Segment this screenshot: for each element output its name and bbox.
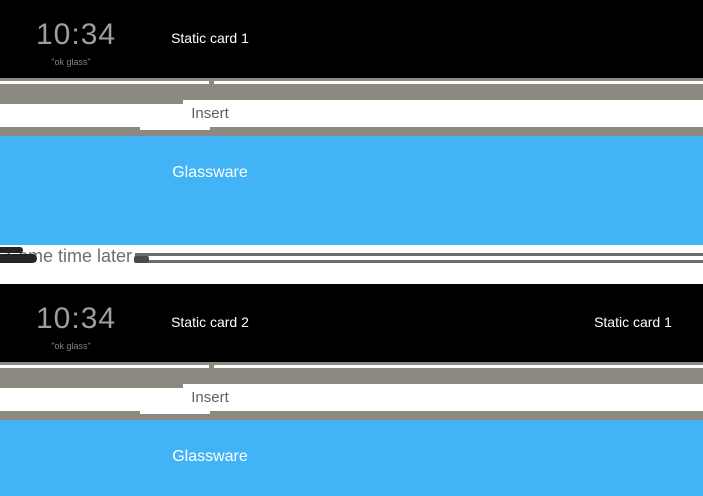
line-stub	[134, 256, 149, 263]
insert-label: Insert	[191, 389, 229, 406]
insert-label: Insert	[191, 105, 229, 122]
timeline-step-1: 10:34 "ok glass" Static card 1 Insert Gl…	[0, 0, 703, 284]
ok-glass-hint: "ok glass"	[51, 57, 91, 67]
timeline-bar-lower	[0, 127, 703, 136]
clock-card: 10:34 "ok glass" Static card 1	[0, 0, 703, 78]
card-divider-line	[0, 365, 703, 368]
seam-notch	[140, 411, 210, 414]
timeline-step-2: 10:34 "ok glass" Static card 2 Static ca…	[0, 284, 703, 496]
seam-notch	[140, 127, 210, 130]
static-card-center-label: Static card 2	[171, 314, 249, 330]
static-card-center-label: Static card 1	[171, 30, 249, 46]
time-gap-label: Some time later	[6, 246, 133, 266]
timeline-break-line-top	[135, 253, 703, 256]
static-card-right-label: Static card 1	[594, 314, 672, 330]
ok-glass-hint: "ok glass"	[51, 341, 91, 351]
clock-time: 10:34	[36, 18, 117, 51]
seam-tick	[209, 365, 214, 368]
seam-step	[0, 100, 183, 104]
timeline-bar-lower	[0, 411, 703, 420]
glassware-card: Glassware	[0, 420, 703, 496]
card-divider-line	[0, 81, 703, 84]
glassware-label: Glassware	[172, 164, 248, 181]
seam-tick	[209, 81, 214, 84]
clock-card: 10:34 "ok glass" Static card 2 Static ca…	[0, 284, 703, 362]
insert-row	[0, 384, 703, 411]
glassware-label: Glassware	[172, 448, 248, 465]
insert-row	[0, 100, 703, 127]
clock-time: 10:34	[36, 302, 117, 335]
seam-step	[0, 384, 183, 388]
time-gap-separator: Some time later	[0, 245, 703, 284]
gesture-icon	[0, 245, 44, 267]
timeline-break-line-bottom	[140, 260, 703, 263]
